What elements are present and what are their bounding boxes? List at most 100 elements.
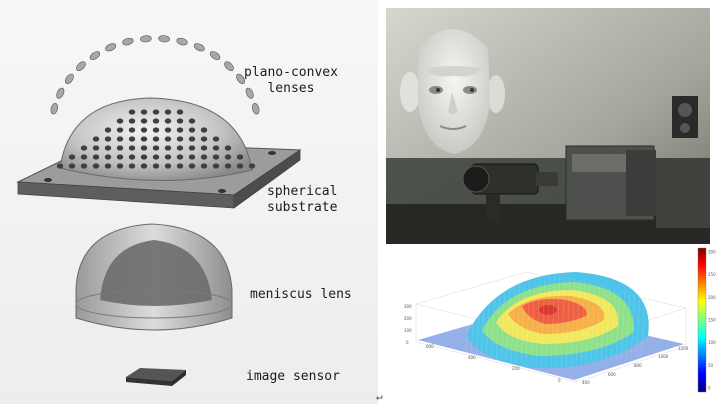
dome-hole	[200, 163, 208, 169]
dome-hole	[212, 145, 220, 151]
surface-face-relief	[465, 272, 649, 369]
dome-hole	[188, 136, 196, 142]
dome-hole	[164, 145, 172, 151]
axis-tick-label: 300	[404, 304, 412, 309]
camera-unit	[462, 163, 558, 222]
axis-tick-label: 400	[468, 355, 476, 360]
dome-hole	[176, 163, 184, 169]
plano-convex-lens	[193, 43, 205, 52]
dome-hole	[212, 163, 220, 169]
dome-hole	[200, 127, 208, 133]
dome-hole	[128, 109, 136, 115]
dome-hole	[116, 154, 124, 160]
lab-photo-drawing	[386, 8, 710, 244]
dome-hole	[128, 163, 136, 169]
dome-hole	[104, 127, 112, 133]
axis-tick-label: 1000	[658, 354, 669, 359]
dome-hole	[140, 127, 148, 133]
dome-hole	[92, 163, 100, 169]
plano-convex-lens	[252, 103, 260, 115]
dome-hole	[92, 154, 100, 160]
axis-tick-label: 400	[582, 380, 590, 385]
dome-hole	[164, 136, 172, 142]
dome-hole	[164, 154, 172, 160]
label-spherical-substrate: spherical substrate	[267, 184, 338, 215]
dome-hole	[188, 127, 196, 133]
dome-hole	[140, 109, 148, 115]
dome-hole	[176, 154, 184, 160]
plano-convex-lens	[65, 73, 74, 85]
colorbar-tick-label: 50	[708, 363, 714, 368]
axis-tick-label: 800	[634, 363, 642, 368]
dome-hole	[152, 136, 160, 142]
plano-convex-lens-arc	[50, 35, 260, 115]
axis-tick-label: 0	[406, 340, 409, 345]
dome-hole	[140, 163, 148, 169]
dome-hole	[224, 145, 232, 151]
dome-hole	[152, 163, 160, 169]
plano-convex-lens	[224, 61, 234, 72]
colorbar-tick-label: 100	[708, 340, 716, 345]
plano-convex-lens	[176, 37, 188, 46]
dome-hole	[116, 163, 124, 169]
dome-hole	[140, 154, 148, 160]
plano-convex-lens	[122, 37, 134, 46]
dome-hole	[116, 145, 124, 151]
dome-hole	[152, 154, 160, 160]
plano-convex-lens	[76, 61, 86, 72]
dome-hole	[140, 118, 148, 124]
colorbar-tick-label: 250	[708, 272, 716, 277]
dome-hole	[164, 118, 172, 124]
dome-hole	[116, 118, 124, 124]
colorbar-tick-label: 200	[708, 295, 716, 300]
plano-convex-lens	[50, 103, 58, 115]
dome-hole	[128, 127, 136, 133]
dome-hole	[212, 136, 220, 142]
dome-hole	[140, 145, 148, 151]
axis-tick-label: 100	[404, 328, 412, 333]
dome-hole	[128, 154, 136, 160]
lab-setup-photo	[386, 8, 710, 244]
axis-tick-label: 200	[512, 366, 520, 371]
axis-tick-label: 200	[404, 316, 412, 321]
dome-hole	[248, 163, 256, 169]
dome-hole	[92, 136, 100, 142]
dome-hole	[176, 127, 184, 133]
plano-convex-lens	[158, 35, 170, 43]
colorbar-tick-label: 150	[708, 318, 716, 323]
dome-hole	[188, 145, 196, 151]
axis-tick-label: 600	[608, 372, 616, 377]
axis-tick-label: 1200	[678, 346, 689, 351]
dome-hole-pattern	[56, 109, 256, 169]
dome-hole	[104, 163, 112, 169]
dome-hole	[104, 136, 112, 142]
dome-hole	[116, 127, 124, 133]
dome-hole	[80, 154, 88, 160]
dome-hole	[200, 136, 208, 142]
colorbar-tick-label: 0	[708, 386, 711, 391]
dome-hole	[68, 163, 76, 169]
plano-convex-lens	[105, 43, 117, 52]
dome-hole	[104, 145, 112, 151]
dome-hole	[80, 163, 88, 169]
label-plano-convex-lenses: plano-convex lenses	[244, 65, 338, 96]
plano-convex-lens	[209, 51, 221, 61]
dome-hole	[128, 118, 136, 124]
colorbar-tick-label: 300	[708, 250, 716, 255]
dome-hole	[236, 163, 244, 169]
dome-hole	[224, 163, 232, 169]
meniscus-lens	[75, 223, 233, 331]
dome-hole	[164, 109, 172, 115]
dome-hole	[224, 154, 232, 160]
dome-hole	[152, 109, 160, 115]
dome-hole	[176, 109, 184, 115]
dome-hole	[176, 145, 184, 151]
plano-convex-lens	[89, 51, 101, 61]
dome-hole	[116, 136, 124, 142]
axis-tick-label: 0	[558, 378, 561, 383]
dome-hole	[200, 154, 208, 160]
projector-unit	[565, 145, 656, 221]
